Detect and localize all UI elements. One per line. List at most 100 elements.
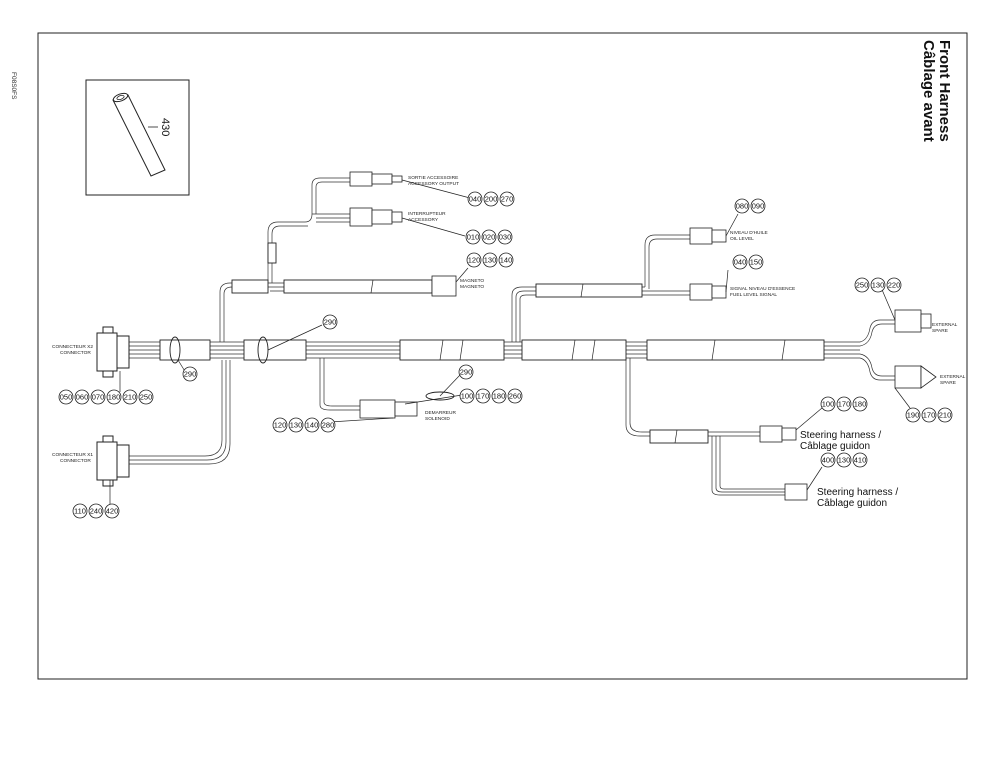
- inset-part-number: 430: [159, 118, 171, 136]
- outer-frame: [37, 32, 968, 680]
- callout-400-130-410: 400 130 410: [820, 452, 868, 468]
- callout-040-150: 040 150: [732, 254, 764, 270]
- inset-tube-box: 430: [85, 79, 190, 196]
- svg-text:130: 130: [290, 421, 303, 430]
- svg-text:130: 130: [838, 456, 851, 465]
- wire-bundles: [128, 177, 895, 496]
- connector-x2-label: CONNECTEUR X2 CONNECTOR: [52, 344, 93, 356]
- svg-text:OIL LEVEL: OIL LEVEL: [730, 236, 754, 242]
- callout-290-mid: 290: [458, 364, 474, 380]
- svg-text:EXTERNAL: EXTERNAL: [932, 322, 958, 328]
- small-connectors: [349, 171, 937, 501]
- svg-text:EXTERNAL: EXTERNAL: [940, 374, 966, 380]
- svg-text:INTERRUPTEUR: INTERRUPTEUR: [408, 211, 446, 217]
- svg-text:060: 060: [76, 393, 89, 402]
- svg-text:190: 190: [907, 411, 920, 420]
- callout-050-row: 050 060 070 180 210 250: [58, 389, 154, 405]
- svg-text:MAGNETO: MAGNETO: [460, 284, 484, 290]
- title-line-2: Câblage avant: [920, 40, 937, 142]
- svg-text:FUEL LEVEL SIGNAL: FUEL LEVEL SIGNAL: [730, 292, 777, 298]
- svg-text:130: 130: [872, 281, 885, 290]
- svg-text:NIVEAU D'HUILE: NIVEAU D'HUILE: [730, 230, 768, 236]
- callout-010-020-030: 010 020 030: [465, 229, 513, 245]
- svg-text:290: 290: [460, 368, 473, 377]
- svg-text:080: 080: [736, 202, 749, 211]
- svg-text:070: 070: [92, 393, 105, 402]
- steering-harness-label-2: Steering harness / Câblage guidon: [817, 487, 898, 509]
- svg-text:410: 410: [854, 456, 867, 465]
- svg-text:180: 180: [108, 393, 121, 402]
- svg-text:150: 150: [750, 258, 763, 267]
- svg-text:SOLENOID: SOLENOID: [425, 416, 450, 422]
- right-connector-top-label: EXTERNAL SPARE: [932, 322, 958, 334]
- svg-text:SORTIE ACCESSOIRE: SORTIE ACCESSOIRE: [408, 175, 458, 181]
- svg-text:170: 170: [838, 400, 851, 409]
- svg-text:240: 240: [90, 507, 103, 516]
- demarreur-label: DEMARREUR SOLENOID: [425, 410, 456, 422]
- svg-text:290: 290: [184, 370, 197, 379]
- sortie-accessoire-label: SORTIE ACCESSOIRE ACCESSORY OUTPUT: [408, 175, 459, 187]
- svg-text:Câblage guidon: Câblage guidon: [800, 441, 870, 452]
- svg-text:100: 100: [822, 400, 835, 409]
- title-line-1: Front Harness: [936, 40, 953, 142]
- svg-text:170: 170: [477, 392, 490, 401]
- svg-text:180: 180: [493, 392, 506, 401]
- svg-text:SPARE: SPARE: [940, 380, 956, 386]
- svg-text:200: 200: [485, 195, 498, 204]
- callout-290-top: 290: [322, 314, 338, 330]
- svg-text:140: 140: [500, 256, 513, 265]
- svg-text:030: 030: [499, 233, 512, 242]
- callout-100-170-180: 100 170 180: [820, 396, 868, 412]
- svg-text:CONNECTEUR X1: CONNECTEUR X1: [52, 452, 93, 458]
- connector-x1: [96, 435, 130, 487]
- svg-text:Steering harness /: Steering harness /: [817, 487, 898, 498]
- svg-text:400: 400: [822, 456, 835, 465]
- callout-080-090: 080 090: [734, 198, 766, 214]
- svg-text:120: 120: [274, 421, 287, 430]
- svg-text:270: 270: [501, 195, 514, 204]
- connector-x1-label: CONNECTEUR X1 CONNECTOR: [52, 452, 93, 464]
- fuel-level-label: SIGNAL NIVEAU D'ESSENCE FUEL LEVEL SIGNA…: [730, 286, 795, 298]
- svg-text:120: 120: [468, 256, 481, 265]
- magneto-label: MAGNETO MAGNETO: [460, 278, 484, 290]
- svg-text:420: 420: [106, 507, 119, 516]
- callout-290-left: 290: [182, 366, 198, 382]
- connector-x2: [96, 326, 130, 378]
- svg-text:Steering harness /: Steering harness /: [800, 430, 881, 441]
- doc-number: F08S0FS: [10, 72, 17, 100]
- svg-text:SPARE: SPARE: [932, 328, 948, 334]
- svg-text:130: 130: [484, 256, 497, 265]
- sleeve-breaks: [370, 279, 786, 444]
- svg-text:180: 180: [854, 400, 867, 409]
- svg-text:050: 050: [60, 393, 73, 402]
- svg-text:CONNECTOR: CONNECTOR: [60, 350, 91, 356]
- svg-text:040: 040: [734, 258, 747, 267]
- svg-text:020: 020: [483, 233, 496, 242]
- callout-120-130-140-280: 120 130 140 280: [272, 417, 336, 433]
- svg-text:220: 220: [888, 281, 901, 290]
- svg-text:170: 170: [923, 411, 936, 420]
- title-block: Front Harness Câblage avant: [920, 40, 953, 142]
- svg-text:ACCESSORY OUTPUT: ACCESSORY OUTPUT: [408, 181, 459, 187]
- svg-text:DEMARREUR: DEMARREUR: [425, 410, 456, 416]
- svg-text:010: 010: [467, 233, 480, 242]
- callout-100-170-180-260: 100 170 180 260: [459, 388, 523, 404]
- interrupteur-label: INTERRUPTEUR ACCESSORY: [408, 211, 446, 223]
- callout-250-130-220: 250 130 220: [854, 277, 902, 293]
- svg-text:140: 140: [306, 421, 319, 430]
- svg-text:280: 280: [322, 421, 335, 430]
- sleeves: [159, 242, 825, 444]
- svg-text:MAGNETO: MAGNETO: [460, 278, 484, 284]
- svg-text:210: 210: [939, 411, 952, 420]
- callout-110-row: 110 240 420: [72, 503, 120, 519]
- svg-text:040: 040: [469, 195, 482, 204]
- svg-text:210: 210: [124, 393, 137, 402]
- niveau-huile-label: NIVEAU D'HUILE OIL LEVEL: [730, 230, 768, 242]
- svg-text:290: 290: [324, 318, 337, 327]
- svg-text:CONNECTOR: CONNECTOR: [60, 458, 91, 464]
- svg-text:250: 250: [140, 393, 153, 402]
- svg-text:100: 100: [461, 392, 474, 401]
- svg-text:090: 090: [752, 202, 765, 211]
- svg-text:250: 250: [856, 281, 869, 290]
